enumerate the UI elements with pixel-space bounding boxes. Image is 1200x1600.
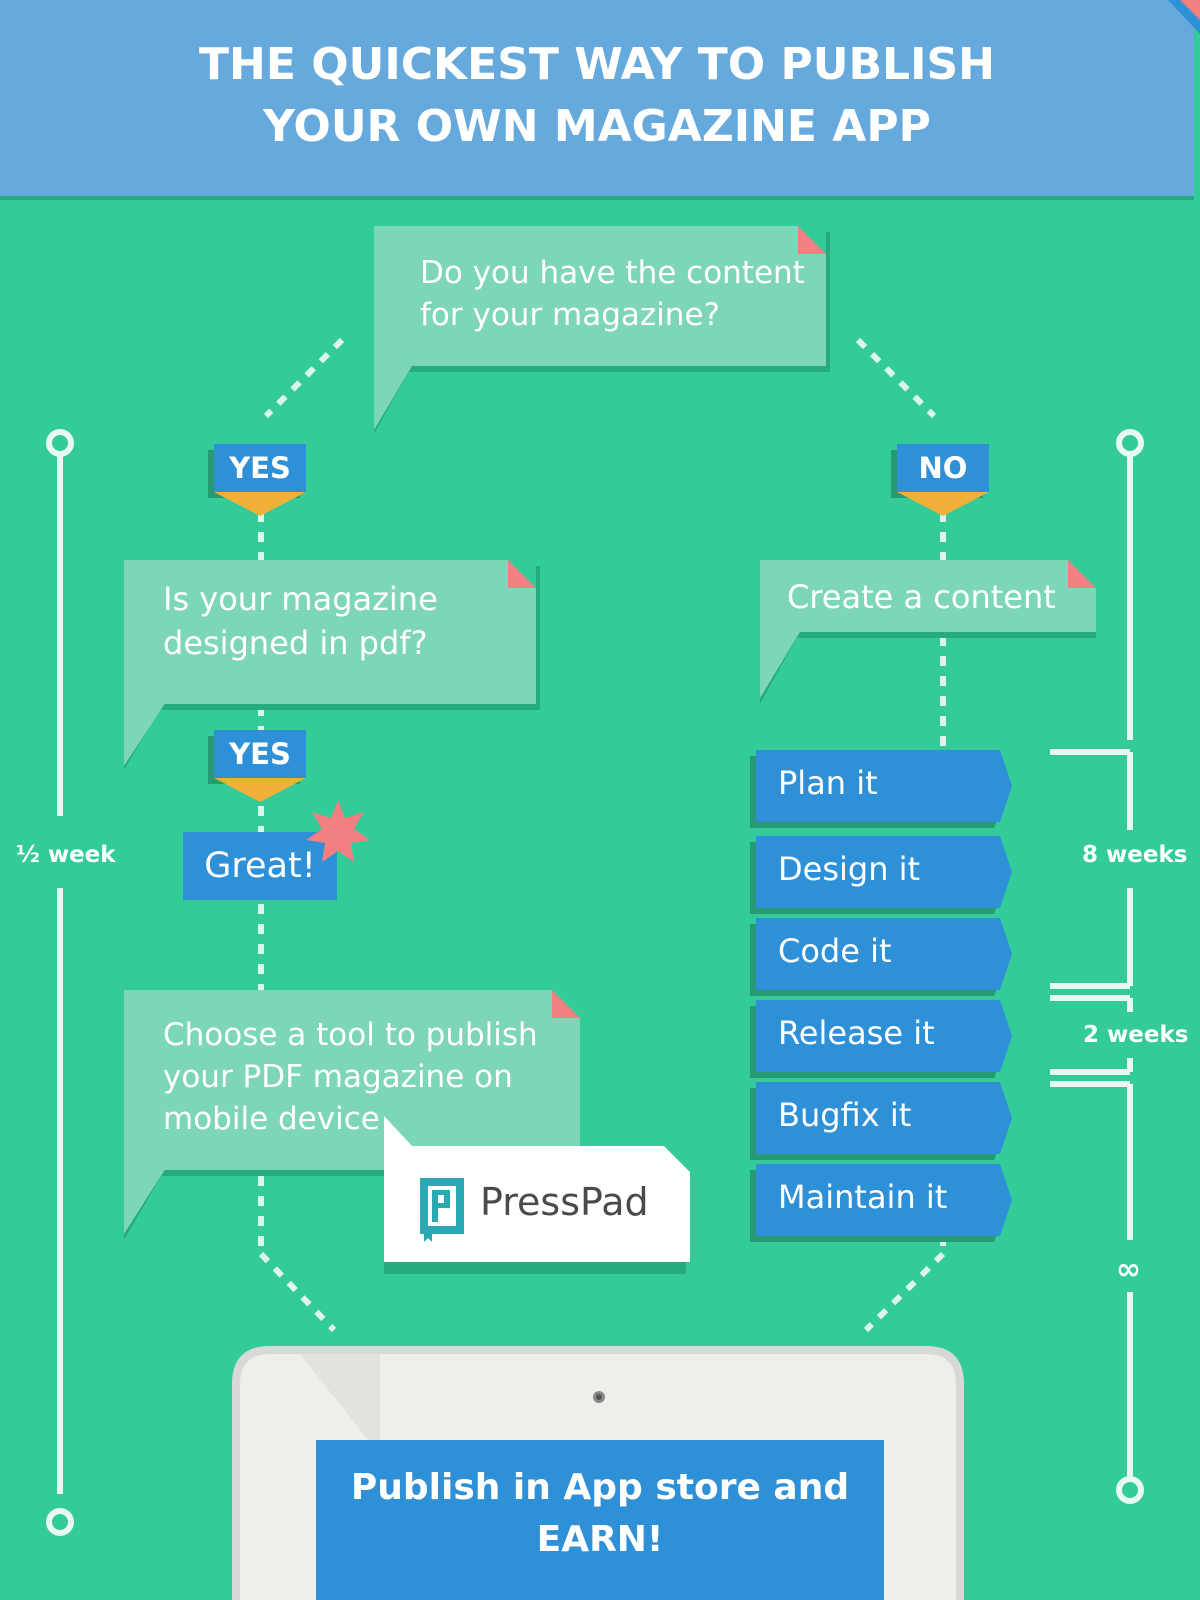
presspad-logo-icon xyxy=(420,1178,464,1242)
step-label: Plan it xyxy=(778,764,878,802)
choose-tool-line-1: Choose a tool to publish xyxy=(163,1017,538,1053)
choose-tool-line-2: your PDF magazine on xyxy=(163,1059,513,1095)
question-content-line-1: Do you have the content xyxy=(420,255,805,291)
yes-label-2: YES xyxy=(214,730,306,778)
arrow-down-icon xyxy=(214,492,306,516)
step-label: Design it xyxy=(778,850,921,888)
timeline-right-label-2: 2 weeks xyxy=(1083,1022,1189,1048)
yes-label-1: YES xyxy=(214,444,306,492)
publish-line-1: Publish in App store and xyxy=(350,1467,850,1508)
step-label: Code it xyxy=(778,932,892,970)
step-item: Release it xyxy=(756,1000,1012,1070)
page-title-line-2: YOUR OWN MAGAZINE APP xyxy=(263,101,931,152)
step-item: Design it xyxy=(756,836,1012,906)
step-label: Bugfix it xyxy=(778,1096,912,1134)
step-item: Maintain it xyxy=(756,1164,1012,1234)
publish-line-2: EARN! xyxy=(536,1519,664,1560)
arrow-down-icon xyxy=(214,778,306,802)
arrow-down-icon xyxy=(897,492,989,516)
create-content-text: Create a content xyxy=(787,578,1056,616)
step-item: Code it xyxy=(756,918,1012,988)
choose-tool-line-3: mobile device xyxy=(163,1101,380,1137)
timeline-left-label: ½ week xyxy=(16,842,116,868)
page-title-line-1: THE QUICKEST WAY TO PUBLISH xyxy=(199,39,995,90)
header-banner: THE QUICKEST WAY TO PUBLISH YOUR OWN MAG… xyxy=(0,0,1194,196)
timeline-right-label-infinity: ∞ xyxy=(1116,1252,1141,1287)
great-badge: Great! xyxy=(183,832,337,900)
step-label: Release it xyxy=(778,1014,935,1052)
question-content-line-2: for your magazine? xyxy=(420,297,720,333)
question-pdf-line-2: designed in pdf? xyxy=(163,624,428,662)
timeline-right-label-1: 8 weeks xyxy=(1082,842,1188,868)
step-label: Maintain it xyxy=(778,1178,948,1216)
camera-icon xyxy=(593,1391,605,1403)
step-item: Plan it xyxy=(756,750,1012,820)
no-label: NO xyxy=(897,444,989,492)
question-pdf-line-1: Is your magazine xyxy=(163,580,438,618)
presspad-name: PressPad xyxy=(480,1180,649,1224)
step-item: Bugfix it xyxy=(756,1082,1012,1152)
